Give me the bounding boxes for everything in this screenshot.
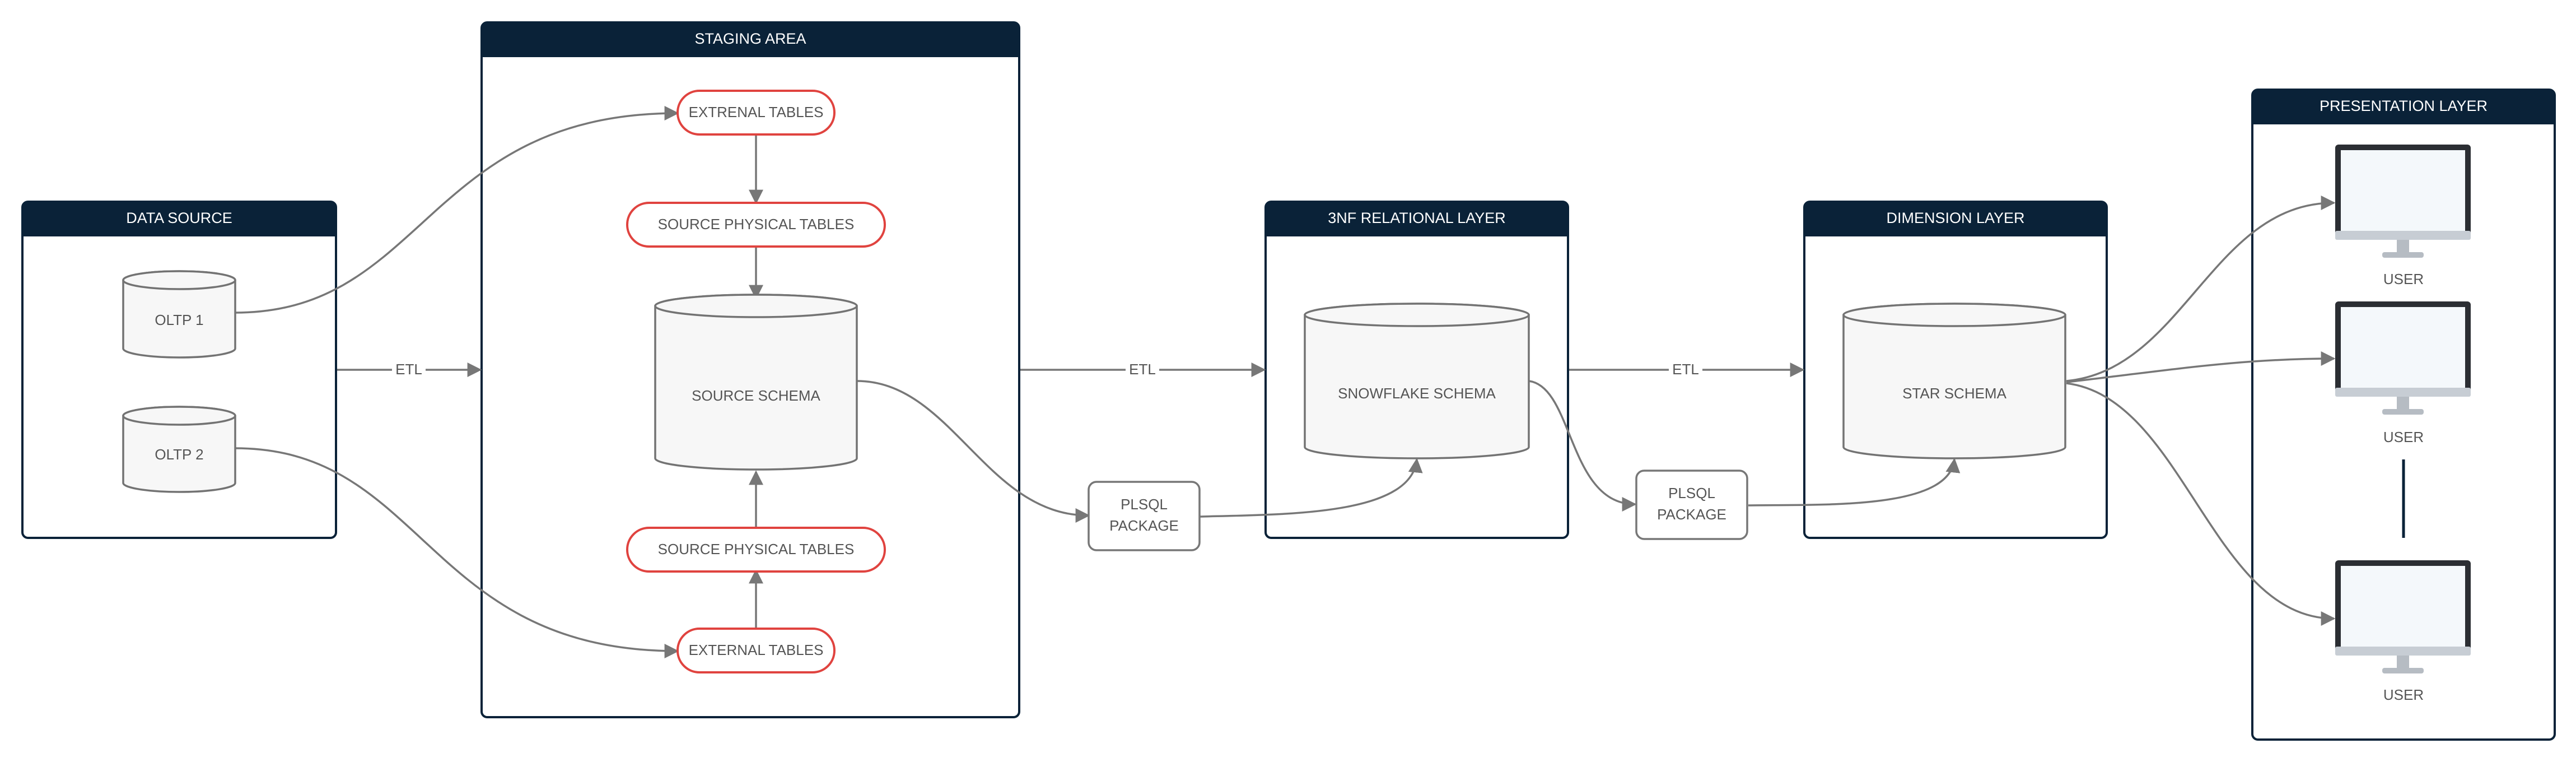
edge-star-to-user-2	[2066, 351, 2336, 383]
edge-plsql-package-2-to-star-schema	[1748, 458, 1961, 507]
database-star-schema[interactable]: STAR SCHEMA	[1842, 303, 2066, 459]
table-group-external-bottom[interactable]: EXTERNAL TABLES	[676, 628, 836, 673]
panel-title-presentation-layer: PRESENTATION LAYER	[2320, 97, 2488, 114]
user-monitor-2[interactable]: USER	[2335, 301, 2471, 445]
database-label: SOURCE SCHEMA	[692, 387, 820, 404]
user-label: USER	[2383, 429, 2424, 445]
panel-title-staging-area: STAGING AREA	[694, 30, 806, 47]
panel-title-dimension-layer: DIMENSION LAYER	[1886, 210, 2024, 226]
table-label: SOURCE PHYSICAL TABLES	[658, 216, 855, 233]
database-label: SNOWFLAKE SCHEMA	[1338, 385, 1496, 402]
database-source-schema[interactable]: SOURCE SCHEMA	[654, 294, 858, 471]
user-monitor-3[interactable]: USER	[2335, 560, 2471, 703]
user-label: USER	[2383, 271, 2424, 287]
table-group-external-top[interactable]: EXTRENAL TABLES	[676, 90, 836, 136]
database-label: OLTP 2	[155, 446, 203, 463]
edge-star-to-user-1	[2066, 196, 2336, 382]
package-label-line-1: PLSQL	[1668, 485, 1715, 501]
table-label: EXTRENAL TABLES	[689, 104, 824, 120]
panel-title-relational-layer: 3NF RELATIONAL LAYER	[1328, 210, 1506, 226]
plsql-package-1[interactable]: PLSQL PACKAGE	[1088, 481, 1201, 551]
database-snowflake-schema[interactable]: SNOWFLAKE SCHEMA	[1304, 303, 1530, 459]
plsql-package-2[interactable]: PLSQL PACKAGE	[1635, 470, 1748, 540]
table-group-physical-bottom[interactable]: SOURCE PHYSICAL TABLES	[626, 527, 886, 573]
edge-star-to-user-3	[2066, 382, 2336, 626]
etl-label-3: ETL	[1672, 361, 1699, 378]
etl-label-1: ETL	[395, 361, 422, 378]
panel-title-data-source: DATA SOURCE	[126, 210, 232, 226]
table-label: EXTERNAL TABLES	[689, 642, 824, 658]
package-label-line-2: PACKAGE	[1657, 506, 1726, 523]
edge-oltp1-to-external-tables	[235, 106, 679, 314]
user-monitor-1[interactable]: USER	[2335, 145, 2471, 287]
panel-data-source: DATA SOURCE	[21, 201, 337, 539]
edge-source-schema-to-plsql-package-1	[856, 380, 1090, 523]
connectors	[235, 106, 2336, 658]
database-label: OLTP 1	[155, 312, 203, 328]
user-label: USER	[2383, 686, 2424, 703]
database-oltp-1[interactable]: OLTP 1	[122, 270, 236, 359]
database-label: STAR SCHEMA	[1902, 385, 2007, 402]
edge-oltp2-to-external-tables	[235, 447, 679, 658]
table-label: SOURCE PHYSICAL TABLES	[658, 541, 855, 557]
database-oltp-2[interactable]: OLTP 2	[122, 406, 236, 493]
edge-plsql-package-1-to-snowflake	[1199, 458, 1423, 518]
etl-label-2: ETL	[1129, 361, 1156, 378]
table-group-physical-top[interactable]: SOURCE PHYSICAL TABLES	[626, 202, 886, 248]
edge-snowflake-to-plsql-package-2	[1528, 380, 1637, 512]
package-label-line-2: PACKAGE	[1109, 517, 1179, 534]
package-label-line-1: PLSQL	[1121, 496, 1168, 513]
